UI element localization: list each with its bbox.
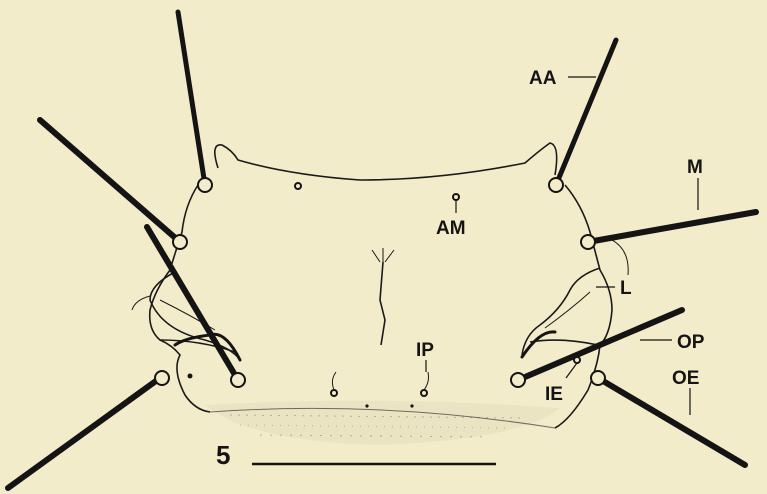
label-am: AM	[436, 218, 466, 239]
socket-oe-left	[155, 371, 169, 385]
sensillum-ie	[574, 357, 580, 363]
sensillum-ip-right	[421, 390, 427, 396]
seta-oe-right	[598, 378, 745, 465]
socket-aa-left	[198, 178, 212, 192]
seta-m-right	[588, 212, 756, 242]
midline-suture	[372, 248, 394, 345]
leader-ie	[566, 363, 577, 378]
label-oe: OE	[672, 368, 699, 389]
label-ie: IE	[545, 384, 563, 405]
sensillum-am	[453, 194, 459, 200]
label-aa: AA	[529, 68, 557, 89]
seta-lobe-right	[522, 332, 555, 357]
pore-left	[188, 374, 193, 379]
seta-op-right	[518, 310, 682, 380]
sensillum-dorsal-left	[295, 183, 301, 189]
socket-op-left	[231, 373, 245, 387]
figure-number: 5	[216, 440, 230, 470]
seta-op-left	[147, 227, 238, 380]
socket-aa-right	[549, 178, 563, 192]
label-l: L	[620, 278, 632, 299]
socket-oe-right	[591, 371, 605, 385]
label-ip: IP	[416, 340, 434, 361]
socket-m-right	[581, 235, 595, 249]
socket-op-right	[511, 373, 525, 387]
structure-labels: AA M AM L OP IP OE IE	[416, 68, 705, 405]
socket-m-left	[173, 235, 187, 249]
label-op: OP	[677, 332, 705, 353]
seta-m-left	[40, 120, 180, 242]
seta-aa-right	[556, 40, 616, 185]
seta-oe-left	[8, 378, 160, 488]
label-m: M	[687, 157, 703, 178]
sensillum-ip-left	[331, 390, 337, 396]
seta-lobe-left	[175, 334, 240, 360]
seta-aa-left	[178, 12, 205, 185]
stippled-ventral-area	[205, 401, 560, 445]
